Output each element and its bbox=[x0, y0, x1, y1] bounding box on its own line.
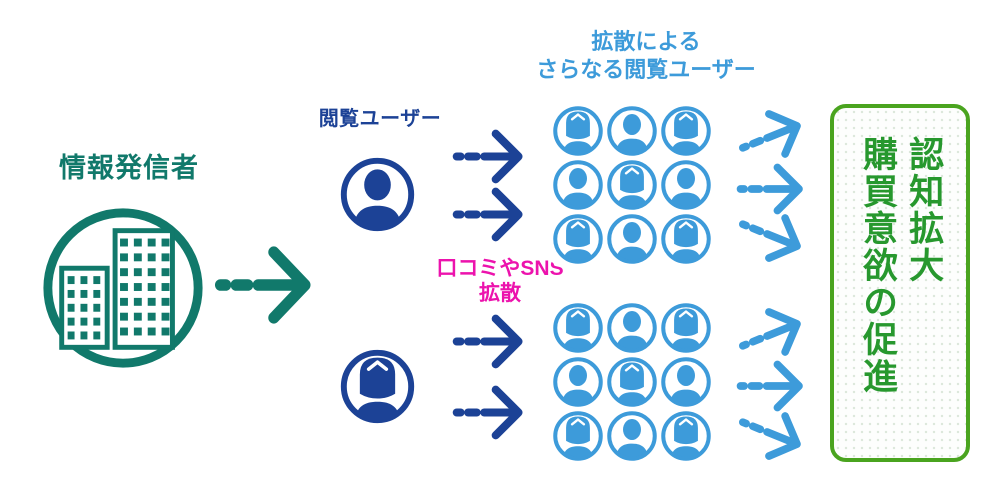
spread-title-line1: 拡散による bbox=[591, 29, 701, 54]
dashed-arrow-icon bbox=[452, 384, 528, 441]
sns-share-label: 口コミやSNS 拡散 bbox=[410, 257, 590, 307]
male-user-icon bbox=[552, 159, 604, 211]
female-user-icon bbox=[660, 105, 712, 157]
spread-title-line2: さらなる閲覧ユーザー bbox=[536, 56, 756, 82]
outcome-text: 認知拡大 購買意欲の促進 bbox=[854, 136, 946, 395]
outcome-line1: 認知拡大 bbox=[904, 136, 944, 284]
female-user-icon bbox=[552, 410, 604, 462]
viewer-male-user-icon bbox=[339, 156, 416, 233]
spread-title: 拡散による さらなる閲覧ユーザー bbox=[520, 28, 772, 83]
outcome-box: 認知拡大 購買意欲の促進 bbox=[830, 104, 970, 462]
sns-share-line1: 口コミやSNS bbox=[436, 257, 564, 280]
female-user-icon bbox=[660, 410, 712, 462]
male-user-icon bbox=[606, 302, 658, 354]
female-user-icon bbox=[660, 213, 712, 265]
viewers-label: 閲覧ユーザー bbox=[318, 108, 442, 130]
male-user-icon bbox=[660, 356, 712, 408]
dashed-arrow-icon bbox=[214, 244, 318, 326]
sender-label: 情報発信者 bbox=[59, 153, 199, 183]
female-user-icon bbox=[552, 105, 604, 157]
spread-users-grid-bottom bbox=[552, 302, 712, 462]
outcome-line2: 購買意欲の促進 bbox=[858, 136, 897, 395]
dashed-arrow-icon bbox=[452, 313, 528, 370]
sns-share-line2: 拡散 bbox=[479, 281, 521, 305]
male-user-icon bbox=[552, 356, 604, 408]
male-user-icon bbox=[606, 213, 658, 265]
male-user-icon bbox=[606, 410, 658, 462]
spread-users-grid-top bbox=[552, 105, 712, 265]
dashed-arrow-icon bbox=[452, 128, 528, 185]
female-user-icon bbox=[606, 356, 658, 408]
male-user-icon bbox=[606, 105, 658, 157]
female-user-icon bbox=[606, 159, 658, 211]
female-user-icon bbox=[660, 302, 712, 354]
viewer-female-user-icon bbox=[339, 348, 416, 425]
dashed-arrow-icon bbox=[452, 186, 528, 243]
female-user-icon bbox=[552, 302, 604, 354]
male-user-icon bbox=[660, 159, 712, 211]
buildings-icon bbox=[36, 201, 210, 375]
female-user-icon bbox=[552, 213, 604, 265]
